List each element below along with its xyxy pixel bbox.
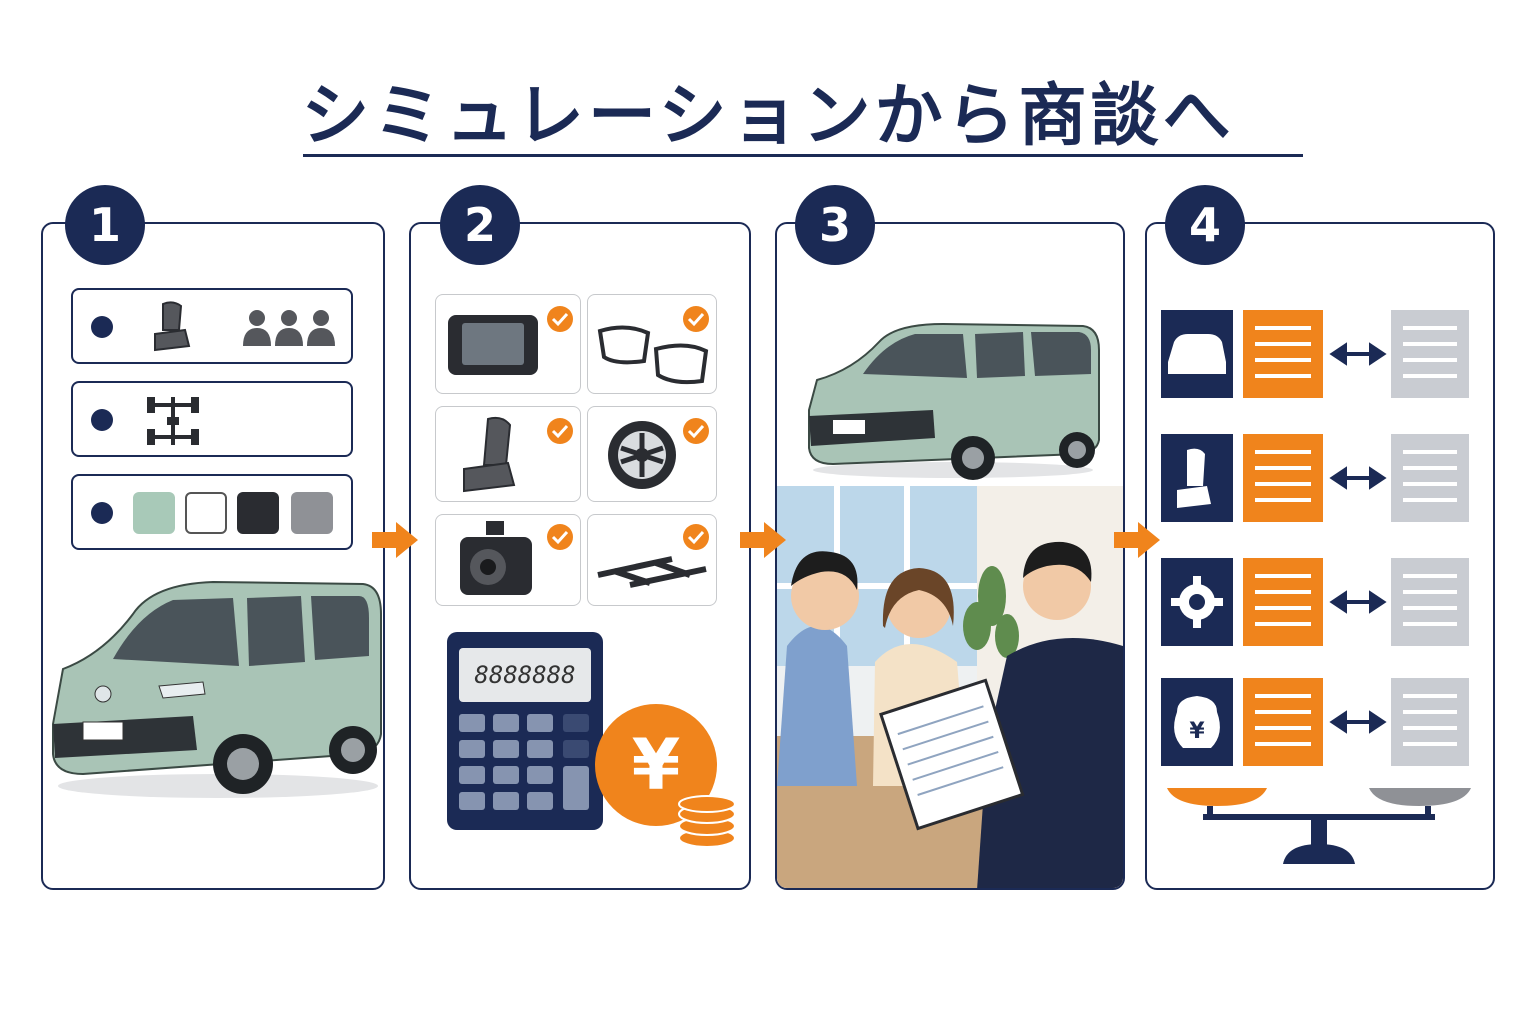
calculator-icon: 8888888 [447,632,603,830]
color-swatch-black[interactable] [237,492,279,534]
arrow-right-icon [372,522,418,558]
option-card-wheel[interactable] [587,406,717,502]
option-bullet [91,316,113,338]
car-illustration [808,322,1100,480]
roof-rack-icon [597,556,707,588]
dashcam-icon [460,521,532,595]
option-card-navigation[interactable] [435,294,581,394]
check-icon [683,306,709,332]
check-icon [683,418,709,444]
calculator-display: 8888888 [459,648,591,702]
option-card-dashcam[interactable] [435,514,581,606]
car-illustration [52,580,382,798]
color-swatch-green[interactable] [133,492,175,534]
option-bullet [91,502,113,524]
seat-option-row[interactable] [71,288,353,364]
coin-stack-icon [678,795,736,848]
passengers-icon [243,310,335,346]
check-icon [547,524,573,550]
option-bullet [91,409,113,431]
step4-panel: ¥ [1145,222,1495,890]
seat-icon [154,301,191,352]
option-card-seat[interactable] [435,406,581,502]
step2-panel: 8888888 ¥ [409,222,751,890]
step1-panel [41,222,385,890]
color-swatch-white[interactable] [185,492,227,534]
check-icon [547,306,573,332]
step-badge-1: 1 [65,185,145,265]
navigation-display-icon [448,315,538,375]
side-mirror-icon [597,325,709,385]
title-underline [303,154,1303,157]
drivetrain-option-row[interactable] [71,381,353,457]
yen-coin-icon: ¥ [595,704,717,826]
consultation-scene [777,486,1123,888]
step-badge-3: 3 [795,185,875,265]
check-icon [683,524,709,550]
color-option-row[interactable] [71,474,353,550]
comparison-rows: ¥ [1161,310,1471,864]
calculator-keys [459,714,589,810]
step3-panel [775,222,1125,890]
arrow-right-icon [1114,522,1160,558]
color-swatch-gray[interactable] [291,492,333,534]
step-badge-2: 2 [440,185,520,265]
arrow-right-icon [740,522,786,558]
option-card-mirrors[interactable] [587,294,717,394]
svg-text:¥: ¥ [1189,719,1205,744]
drivetrain-icon [147,397,199,445]
wheel-icon [608,421,676,489]
option-card-roof-rack[interactable] [587,514,717,606]
seat-icon [463,416,516,493]
step-badge-4: 4 [1165,185,1245,265]
check-icon [547,418,573,444]
page-title: シミュレーションから商談へ [301,77,1235,156]
